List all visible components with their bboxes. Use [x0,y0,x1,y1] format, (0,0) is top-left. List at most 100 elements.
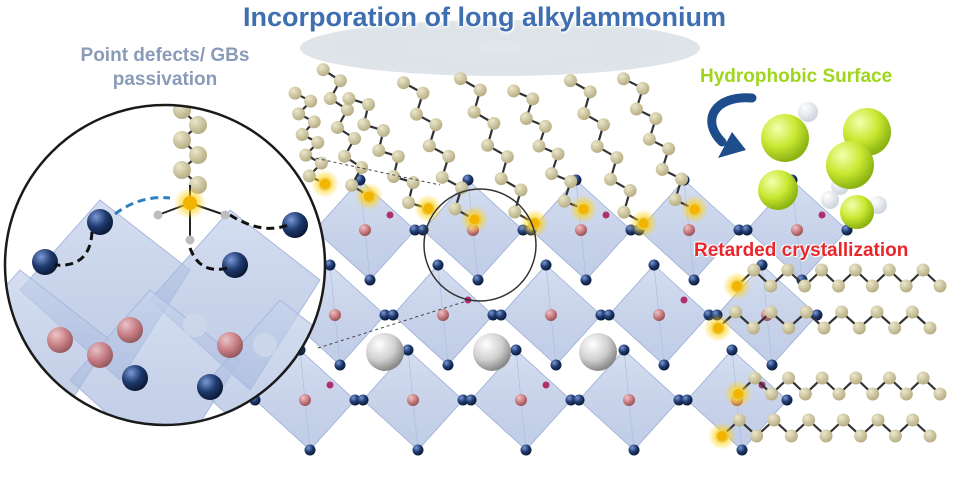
alkyl-chain-horizontal [715,413,937,443]
carbon-bead [288,86,302,100]
halide-atom [580,274,592,286]
carbon-bead [397,76,411,90]
carbon-bead [590,139,604,153]
carbon-bead [307,115,321,129]
defect-atom [680,296,688,304]
halide-atom [648,259,660,271]
chain-bond [322,68,370,198]
lead-atom [407,394,419,406]
ammonium-nitrogen [733,389,743,399]
carbon-bead [819,429,833,443]
carbon-bead [649,112,663,126]
carbon-bead [750,429,764,443]
chain-bond [459,77,536,225]
carbon-bead [304,94,318,108]
a-site-cation [473,333,511,371]
carbon-bead [865,279,879,293]
carbon-bead [871,413,885,427]
carbon-bead [487,116,501,130]
carbon-bead [746,321,760,335]
carbon-bead [342,91,356,105]
halide-atom [465,394,477,406]
inset-halide-atom [87,209,113,235]
chain-bond [402,81,476,221]
carbon-bead [916,371,930,385]
alkyl-chain-vertical [316,63,376,203]
hydrogen-bond [54,231,94,267]
lead-atom [545,309,557,321]
ammonium-nitrogen [638,218,649,229]
defect-atom [818,211,826,219]
carbon-bead [888,429,902,443]
a-site-cation [579,333,617,371]
halide-atom [781,394,793,406]
carbon-bead [732,413,746,427]
carbon-bead [866,387,880,401]
carbon-bead [782,371,795,385]
carbon-bead [481,138,495,152]
halide-atom [618,344,630,356]
carbon-bead [577,107,591,121]
carbon-bead [798,279,812,293]
carbon-bead [507,84,521,98]
lead-atom [329,309,341,321]
halide-atom [688,274,700,286]
defect-atom [602,211,610,219]
carbon-bead [387,169,401,183]
inset-nitrogen [183,196,197,210]
fluorine-sphere [758,170,798,210]
carbon-bead [782,321,796,335]
carbon-bead [323,92,337,106]
carbon-bead [348,132,362,146]
carbon-bead [764,305,778,319]
halide-atom [603,309,615,321]
carbon-bead [596,118,610,132]
carbon-bead [333,74,347,88]
carbon-bead [376,124,390,138]
carbon-bead [409,107,423,121]
halide-atom [364,274,376,286]
carbon-bead [557,194,571,208]
zoom-guide-line-bottom [317,299,471,349]
carbon-bead [617,205,631,219]
carbon-bead [802,413,816,427]
carbon-bead [815,263,829,277]
ammonium-nitrogen [713,323,723,333]
carbon-bead [189,116,207,134]
carbon-bead [545,167,559,181]
perovskite-lattice [249,174,853,456]
carbon-bead [362,98,376,112]
halide-atom [736,444,748,456]
carbon-bead [799,305,813,319]
carbon-bead [442,149,456,163]
carbon-bead [870,305,884,319]
defect-atom [386,211,394,219]
hydrophobic-molecules [758,102,891,229]
carbon-bead [767,413,781,427]
carbon-bead [467,105,481,119]
chain-bond [348,97,429,210]
ammonium-nitrogen [717,431,727,441]
fluorine-sphere [761,114,809,162]
halide-atom [628,444,640,456]
hydrogen-sphere [798,102,818,122]
halide-atom [766,359,778,371]
carbon-bead [604,172,618,186]
halide-atom [741,224,753,236]
zoom-guide-line-top [309,156,441,186]
carbon-bead [747,263,761,277]
carbon-bead [610,151,624,165]
carbon-bead [473,83,487,97]
inset-hydrogen [220,210,230,220]
halide-atom [733,224,745,236]
retarded-crystallization-label: Retarded crystallization [694,240,909,261]
carbon-bead [340,103,354,117]
alkyl-chain-vertical [397,76,481,226]
halide-atom [726,344,738,356]
carbon-bead [899,279,913,293]
carbon-bead [848,263,862,277]
alkyl-chain-horizontal [711,305,937,335]
carbon-bead [655,162,669,176]
carbon-bead [836,413,850,427]
